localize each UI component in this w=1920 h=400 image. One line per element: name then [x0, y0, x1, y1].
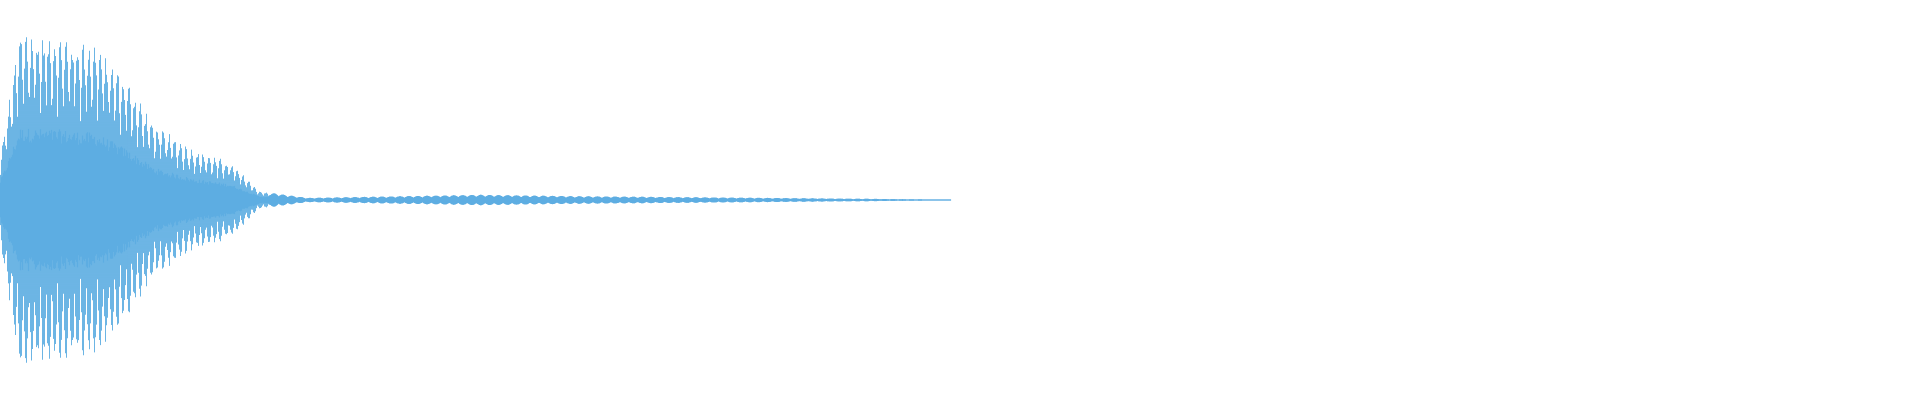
waveform-body: [0, 128, 952, 272]
waveform-trace: [0, 37, 952, 363]
